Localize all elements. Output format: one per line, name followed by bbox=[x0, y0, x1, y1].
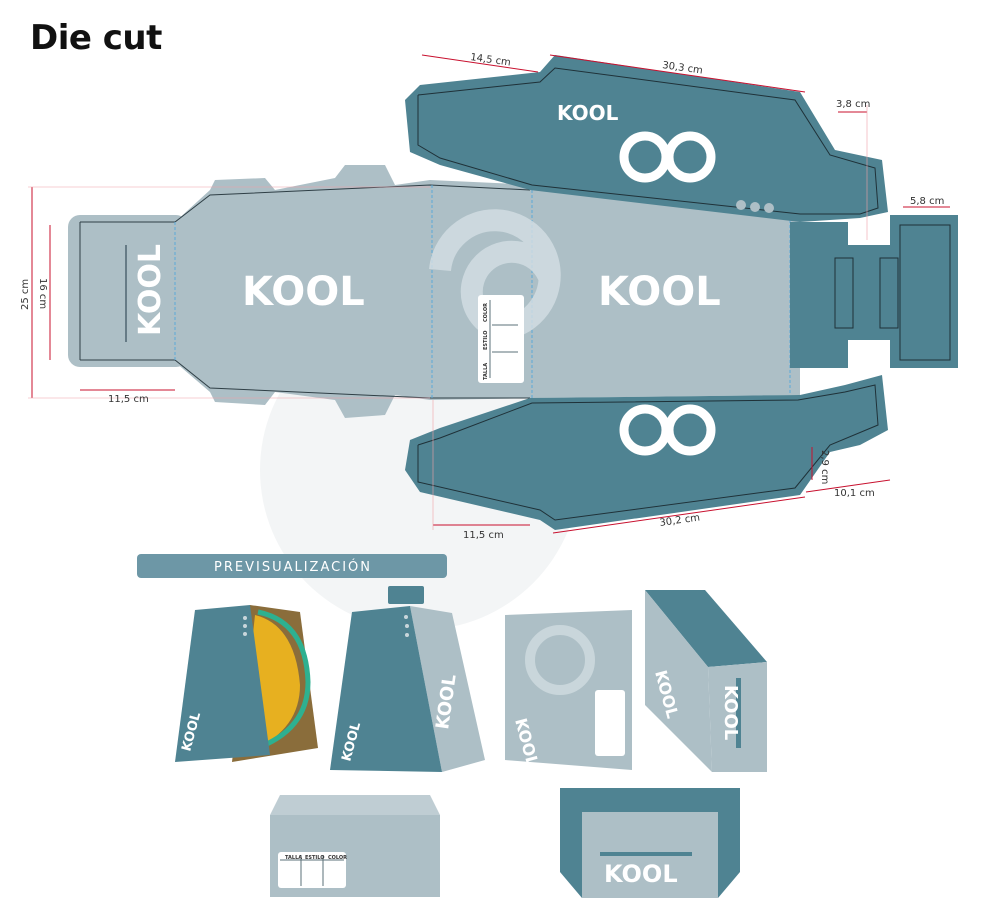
kool-logo-preview-4b: KOOL bbox=[720, 685, 741, 740]
page-title: Die cut bbox=[30, 18, 162, 58]
dim-left-flap-width: 11,5 cm bbox=[108, 394, 149, 405]
preview-banner bbox=[137, 554, 447, 578]
label-color: COLOR bbox=[483, 303, 489, 322]
dim-top-right-tab: 3,8 cm bbox=[836, 99, 870, 110]
label-talla: TALLA bbox=[483, 363, 489, 380]
kool-logo-preview-6: KOOL bbox=[604, 860, 678, 888]
instagram-icon bbox=[764, 203, 774, 213]
kool-logo-body: KOOL bbox=[242, 269, 365, 315]
bottom-flap bbox=[405, 375, 888, 530]
dimension-lines bbox=[28, 54, 950, 534]
dim-bottom-middle: 11,5 cm bbox=[463, 530, 504, 541]
preview-handle-box: KOOL KOOL bbox=[330, 586, 485, 772]
right-panels bbox=[790, 215, 958, 368]
dim-right-panel: 5,8 cm bbox=[910, 196, 944, 207]
kool-logo-top: KOOL bbox=[557, 101, 619, 125]
facebook-icon bbox=[750, 202, 760, 212]
preview-flat-box: TALLA ESTILO COLOR bbox=[270, 795, 440, 897]
dim-bottom-flap: 30,2 cm bbox=[659, 512, 701, 529]
preview-label-estilo: ESTILO bbox=[305, 855, 325, 861]
preview-label-color: COLOR bbox=[328, 855, 347, 861]
top-flap: KOOL bbox=[405, 55, 888, 222]
dim-bottom-right-tab-height: 2,9 cm bbox=[819, 450, 830, 484]
label-box: TALLA ESTILO COLOR bbox=[478, 295, 524, 383]
preview-side-box: KOOL bbox=[505, 610, 632, 770]
dim-inner-height: 16 cm bbox=[37, 278, 48, 309]
preview-title: PREVISUALIZACIÓN bbox=[214, 559, 372, 575]
preview-front-box: KOOL bbox=[560, 788, 740, 898]
label-estilo: ESTILO bbox=[483, 330, 489, 350]
dim-top-left-flap: 14,5 cm bbox=[470, 52, 512, 69]
dim-bottom-right-tab: 10,1 cm bbox=[834, 488, 875, 499]
dim-total-height: 25 cm bbox=[20, 279, 31, 310]
preview-corner-box: KOOL KOOL bbox=[645, 590, 767, 772]
kool-logo-body-right: KOOL bbox=[598, 269, 721, 315]
tiktok-icon bbox=[736, 200, 746, 210]
kool-logo-flap: KOOL bbox=[133, 244, 168, 336]
preview-open-box: KOOL bbox=[175, 605, 318, 762]
preview-label-talla: TALLA bbox=[285, 855, 302, 861]
